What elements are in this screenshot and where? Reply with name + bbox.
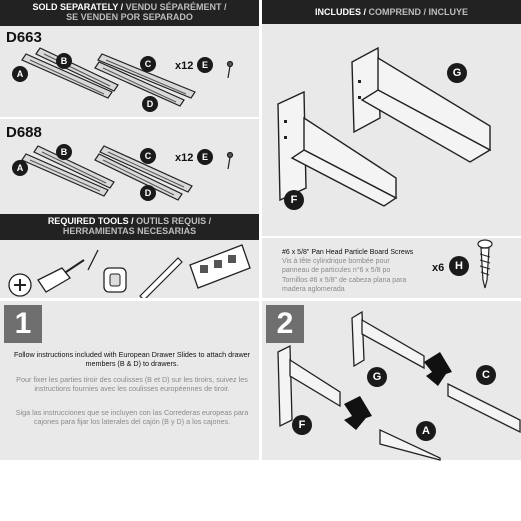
screws-quantity: x6: [432, 262, 445, 274]
header-fr: OUTILS REQUIS /: [133, 216, 212, 226]
screwdriver-icon: [8, 259, 85, 297]
screws-description-es: Tornillos #6 x 5/8" de cabeza plana para…: [282, 277, 407, 293]
divider: [0, 117, 259, 119]
label-g: G: [367, 367, 387, 387]
header-es: INCLUYE: [426, 7, 469, 17]
label-g: G: [447, 63, 467, 83]
label-c: C: [140, 148, 156, 164]
label-d: D: [140, 185, 156, 201]
divider: [0, 298, 521, 301]
step-2-illustration: [277, 310, 521, 461]
label-f: F: [292, 415, 312, 435]
brackets-illustration: [277, 46, 492, 207]
label-e: E: [197, 149, 213, 165]
kit-code: D688: [6, 124, 42, 141]
label-a: A: [12, 160, 28, 176]
header-es: HERRAMIENTAS NECESARIAS: [62, 226, 197, 236]
header-en: INCLUDES /: [314, 7, 366, 17]
step-2-number: 2: [266, 305, 304, 343]
screw-icon: [477, 239, 493, 289]
step-1-text-en: Follow instructions included with Europe…: [13, 350, 251, 368]
label-c: C: [140, 56, 156, 72]
screw-quantity: x12: [175, 152, 194, 164]
step-1-text-es: Siga las instrucciones que se incluyen c…: [15, 408, 249, 426]
header-fr: COMPREND /: [365, 7, 426, 17]
label-b: B: [56, 53, 72, 69]
step-1-text-fr: Pour fixer les parties tiroir des coulis…: [16, 375, 248, 393]
label-f: F: [284, 190, 304, 210]
divider: [262, 236, 521, 238]
divider: [259, 0, 262, 460]
label-b: B: [56, 144, 72, 160]
arrow-icon: [344, 396, 372, 430]
header-en: REQUIRED TOOLS /: [47, 216, 134, 226]
bracket-g-plate: [351, 46, 381, 134]
screws-description-en: #6 x 5/8" Pan Head Particle Board Screws: [282, 249, 414, 256]
label-c: C: [476, 365, 496, 385]
awl-icon: [87, 249, 127, 293]
label-a: A: [12, 66, 28, 82]
label-h: H: [449, 256, 469, 276]
template-icon: [189, 244, 251, 289]
kit-code: D663: [6, 29, 42, 46]
header-es: SE VENDEN POR SEPARADO: [66, 12, 193, 22]
sold-separately-header: SOLD SEPARATELY / VENDU SÉPARÉMENT / SE …: [0, 0, 259, 26]
arrow-icon: [424, 352, 452, 386]
header-fr: VENDU SÉPARÉMENT /: [123, 2, 227, 12]
label-e: E: [197, 57, 213, 73]
label-d: D: [142, 96, 158, 112]
screw-quantity: x12: [175, 60, 194, 72]
includes-header: INCLUDES / COMPREND / INCLUYE: [262, 0, 521, 24]
slide-rails-illustration: [21, 47, 234, 107]
header-en: SOLD SEPARATELY /: [32, 2, 124, 12]
instruction-sheet: SOLD SEPARATELY / VENDU SÉPARÉMENT / SE …: [0, 0, 521, 461]
step-1-number: 1: [4, 305, 42, 343]
bracket-f-plate: [277, 90, 307, 202]
screws-description-fr: Vis à tête cylindrique bombée pour panne…: [282, 258, 391, 274]
label-a: A: [416, 421, 436, 441]
required-tools-header: REQUIRED TOOLS / OUTILS REQUIS / HERRAMI…: [0, 214, 259, 240]
slide-rails-illustration: [21, 145, 234, 201]
